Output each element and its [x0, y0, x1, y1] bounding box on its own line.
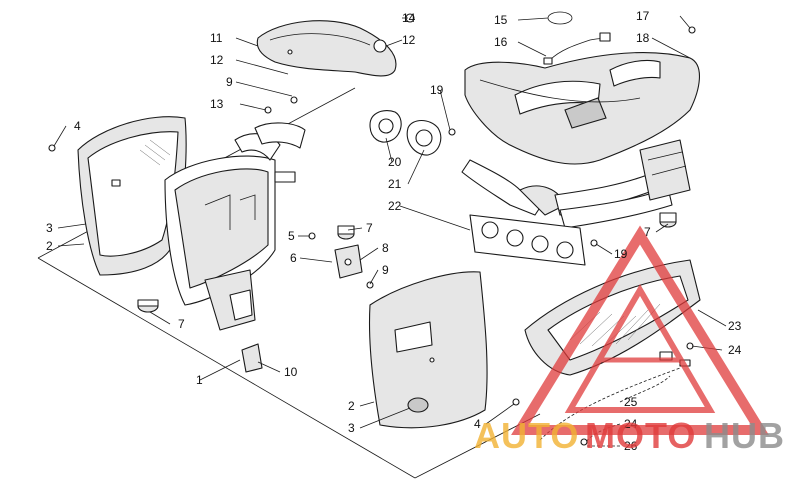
callout-6: 6	[290, 251, 297, 265]
callout-13: 13	[210, 97, 224, 111]
bracket-8	[334, 244, 363, 279]
callout-21: 21	[388, 177, 402, 191]
callout-19-top: 19	[430, 83, 444, 97]
callout-labels: 1 2 2 3 3 4 4 5 6 7 7 7 8 9 9 10 11 12 1…	[46, 9, 742, 453]
callout-2-left: 2	[46, 239, 53, 253]
watermark-triangle-inner	[564, 284, 716, 413]
callout-1: 1	[196, 373, 203, 387]
grommet-center	[337, 225, 355, 240]
sensor-16	[543, 32, 611, 65]
right-heat-shield-panel	[368, 271, 488, 429]
callout-8: 8	[382, 241, 389, 255]
manifold-gasket	[469, 214, 586, 266]
callout-9-center: 9	[382, 263, 389, 277]
callout-7-center: 7	[366, 221, 373, 235]
callout-11: 11	[210, 31, 223, 45]
exhaust-header-pipe	[461, 139, 691, 229]
callout-5: 5	[288, 229, 295, 243]
callout-7-left: 7	[178, 317, 185, 331]
callout-19-bottom: 19	[614, 247, 628, 261]
bolt-small	[48, 13, 696, 446]
callout-24-right: 24	[728, 343, 742, 357]
callout-17: 17	[636, 9, 650, 23]
callout-4-right: 4	[474, 417, 481, 431]
callout-26: 26	[624, 439, 638, 453]
left-heat-shield-panel	[77, 116, 187, 276]
callout-14: 14	[402, 11, 416, 25]
callout-12-right: 12	[402, 33, 416, 47]
gasket-ring	[369, 109, 402, 143]
watermark-triangle	[511, 225, 769, 435]
callout-20: 20	[388, 155, 402, 169]
grommet-left	[137, 299, 159, 313]
flange	[406, 119, 442, 156]
callout-2-right: 2	[348, 399, 355, 413]
clip-15	[547, 11, 573, 25]
callout-12-left: 12	[210, 53, 224, 67]
muffler-body	[164, 122, 306, 331]
callout-3-left: 3	[46, 221, 53, 235]
callout-3-right: 3	[348, 421, 355, 435]
heat-shield-top	[256, 20, 397, 77]
watermark-word-hub: HUB	[704, 415, 785, 456]
callout-4-left: 4	[74, 119, 81, 133]
callout-18: 18	[636, 31, 650, 45]
watermark-word-auto: AUTO	[474, 415, 579, 456]
callout-16: 16	[494, 35, 508, 49]
callout-7-right: 7	[644, 225, 651, 239]
callout-9-top: 9	[226, 75, 233, 89]
watermark-logo	[511, 225, 769, 435]
muffler-heat-shield	[464, 51, 701, 165]
callout-10: 10	[284, 365, 298, 379]
grommet-right	[659, 212, 677, 228]
callout-24-bottom: 24	[624, 417, 638, 431]
watermark-wordmark: AUTO MOTO HUB	[474, 415, 785, 456]
bracket-10	[241, 343, 263, 373]
callout-23: 23	[728, 319, 742, 333]
callout-15: 15	[494, 13, 508, 27]
callout-22: 22	[388, 199, 402, 213]
watermark-word-moto: MOTO	[585, 415, 696, 456]
callout-25: 25	[624, 395, 638, 409]
